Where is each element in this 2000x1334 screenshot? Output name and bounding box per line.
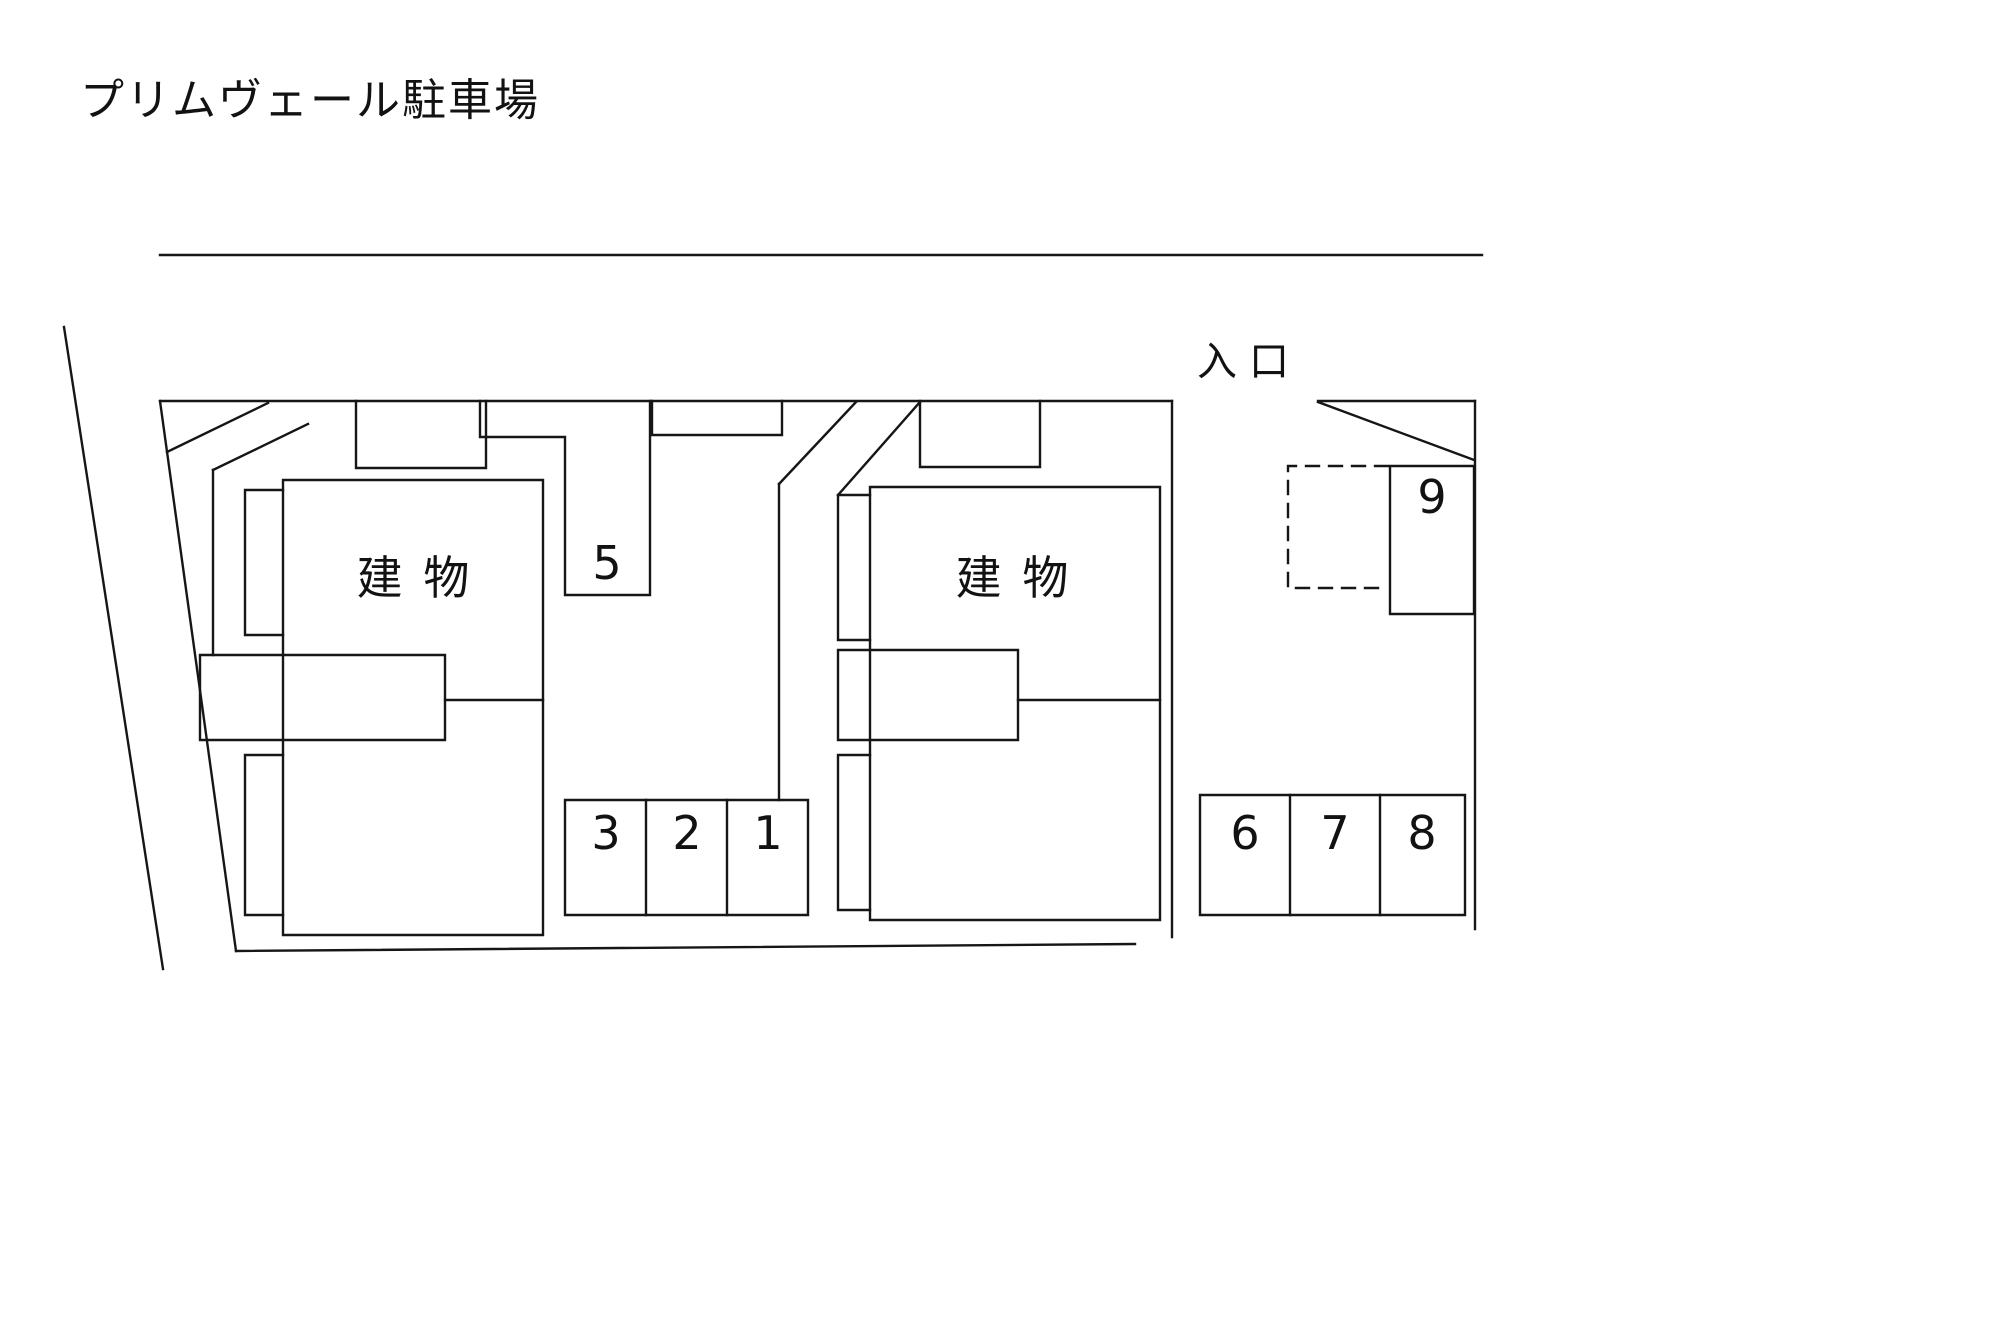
building-1-outline — [281, 478, 545, 937]
lot-bottom-edge — [234, 942, 1137, 953]
structure-b-outline — [650, 399, 784, 437]
building-1-diagonal-outer — [165, 401, 270, 454]
parking-space-3-label: 3 — [591, 806, 621, 860]
parking-space-5-outline — [478, 399, 652, 597]
entrance-label: 入口 — [1197, 339, 1301, 385]
building-1-shapes — [165, 401, 545, 937]
frame-lines — [62, 253, 1484, 971]
structure-c-outline — [918, 399, 1042, 469]
dashed-area-outline — [1286, 464, 1390, 590]
top-structures — [354, 399, 1042, 470]
outer-boundary-diagonal — [62, 325, 165, 971]
parking-space-5-label: 5 — [592, 536, 622, 590]
building-2-outline — [868, 485, 1162, 922]
parking-space-6-label: 6 — [1230, 806, 1260, 860]
building-1-wing — [198, 653, 447, 742]
building-1-label: 建物 — [356, 551, 491, 605]
building-2-annex-top — [836, 493, 872, 642]
building-2-label: 建物 — [955, 551, 1090, 605]
building-2-wing — [836, 648, 1020, 742]
page-title: プリムヴェール駐車場 — [80, 75, 540, 126]
parking-stalls-678-outline — [1198, 793, 1467, 917]
parking-space-2-label: 2 — [672, 806, 702, 860]
building-1-annex-bottom — [243, 753, 285, 917]
parking-space-9-outline — [1388, 464, 1476, 616]
structure-a-outline — [354, 399, 488, 470]
parking-space-8-label: 8 — [1407, 806, 1437, 860]
lot-left-slant-edge — [158, 399, 238, 953]
building-2-shapes — [777, 400, 1162, 922]
center-section-shapes — [478, 399, 810, 917]
building-2-annex-bottom — [836, 753, 872, 912]
parking-space-9-label: 9 — [1417, 470, 1447, 524]
lot-boundary — [158, 399, 1477, 953]
parking-space-7-label: 7 — [1320, 806, 1350, 860]
building-1-diagonal-inner — [211, 422, 310, 472]
building-1-annex-top — [243, 488, 285, 637]
building-2-diagonal-outer — [777, 400, 858, 486]
corner-triangle-hypotenuse — [1316, 400, 1476, 462]
building-2-diagonal-inner — [836, 400, 922, 497]
right-section-shapes — [1198, 464, 1476, 917]
parking-space-1-label: 1 — [753, 806, 783, 860]
